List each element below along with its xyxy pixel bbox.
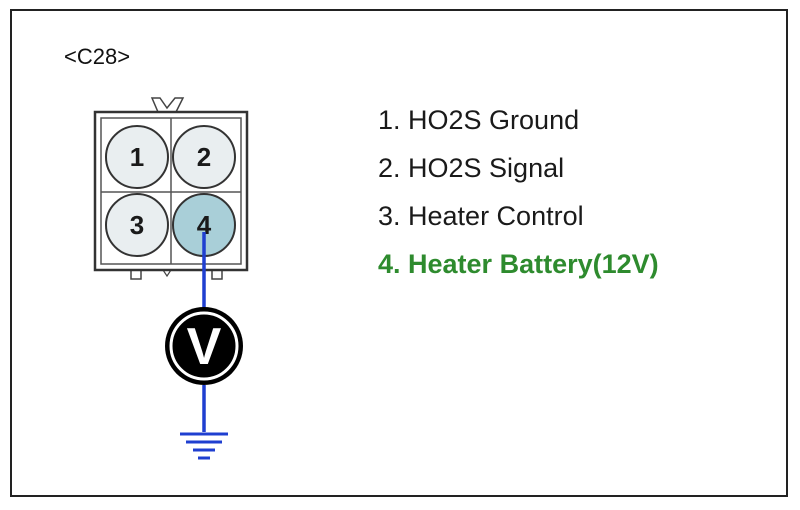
pin-description-1: 1. HO2S Ground [378, 105, 580, 135]
pin-2: 2 [172, 125, 236, 189]
voltmeter-symbol: V [187, 318, 222, 376]
pin-4: 4 [172, 193, 236, 257]
pin-3-number: 3 [130, 210, 144, 240]
pin-description-3: 3. Heater Control [378, 201, 584, 231]
connector-tab-right [211, 269, 223, 280]
pin-1: 1 [105, 125, 169, 189]
connector-tab-left [130, 269, 142, 280]
diagram-frame [10, 9, 788, 497]
pin-3: 3 [105, 193, 169, 257]
pin-description-list: 1. HO2S Ground 2. HO2S Signal 3. Heater … [378, 100, 659, 292]
ground-icon [180, 432, 228, 460]
voltmeter-icon: V [165, 307, 243, 385]
pin-description-4: 4. Heater Battery(12V) [378, 249, 659, 279]
pin-description-2: 2. HO2S Signal [378, 153, 565, 183]
pin-1-number: 1 [130, 142, 144, 172]
connector-latch-top [150, 97, 185, 113]
pin-2-number: 2 [197, 142, 211, 172]
pin-4-number: 4 [197, 210, 212, 240]
connector-id-label: <C28> [64, 44, 131, 69]
